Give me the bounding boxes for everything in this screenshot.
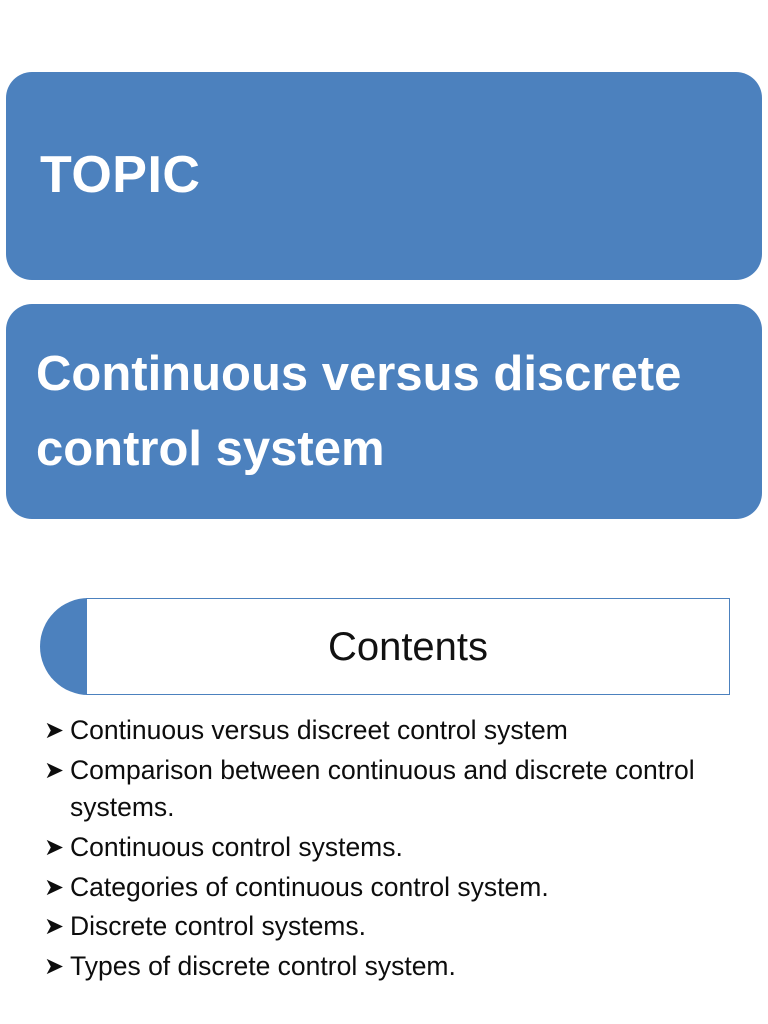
chevron-right-bullet-icon: ➤ bbox=[44, 913, 65, 941]
list-item-label: Continuous control systems. bbox=[70, 831, 403, 862]
title-banner: Continuous versus discrete control syste… bbox=[6, 304, 762, 519]
list-item-label: Categories of continuous control system. bbox=[70, 871, 549, 902]
list-item-label: Comparison between continuous and discre… bbox=[70, 754, 695, 823]
contents-header-box: Contents bbox=[86, 598, 730, 695]
list-item: ➤ Continuous control systems. bbox=[44, 829, 744, 867]
list-item-label: Discrete control systems. bbox=[70, 911, 366, 942]
topic-banner: TOPIC bbox=[6, 72, 762, 280]
list-item: ➤ Categories of continuous control syste… bbox=[44, 869, 744, 907]
list-item-label: Types of discrete control system. bbox=[70, 950, 456, 981]
contents-list: ➤ Continuous versus discreet control sys… bbox=[44, 712, 744, 987]
list-item: ➤ Discrete control systems. bbox=[44, 908, 744, 946]
list-item: ➤ Comparison between continuous and disc… bbox=[44, 752, 744, 827]
chevron-right-bullet-icon: ➤ bbox=[44, 756, 65, 784]
list-item-label: Continuous versus discreet control syste… bbox=[70, 715, 568, 745]
title-banner-label: Continuous versus discrete control syste… bbox=[36, 347, 682, 476]
chevron-right-bullet-icon: ➤ bbox=[44, 873, 65, 901]
contents-header-label: Contents bbox=[327, 624, 489, 669]
chevron-right-bullet-icon: ➤ bbox=[44, 833, 65, 861]
chevron-right-bullet-icon: ➤ bbox=[44, 952, 65, 980]
list-item: ➤ Types of discrete control system. bbox=[44, 948, 744, 986]
contents-header: Contents bbox=[40, 598, 730, 695]
chevron-right-bullet-icon: ➤ bbox=[44, 717, 65, 744]
list-item: ➤ Continuous versus discreet control sys… bbox=[44, 712, 744, 750]
topic-banner-label: TOPIC bbox=[40, 146, 201, 205]
